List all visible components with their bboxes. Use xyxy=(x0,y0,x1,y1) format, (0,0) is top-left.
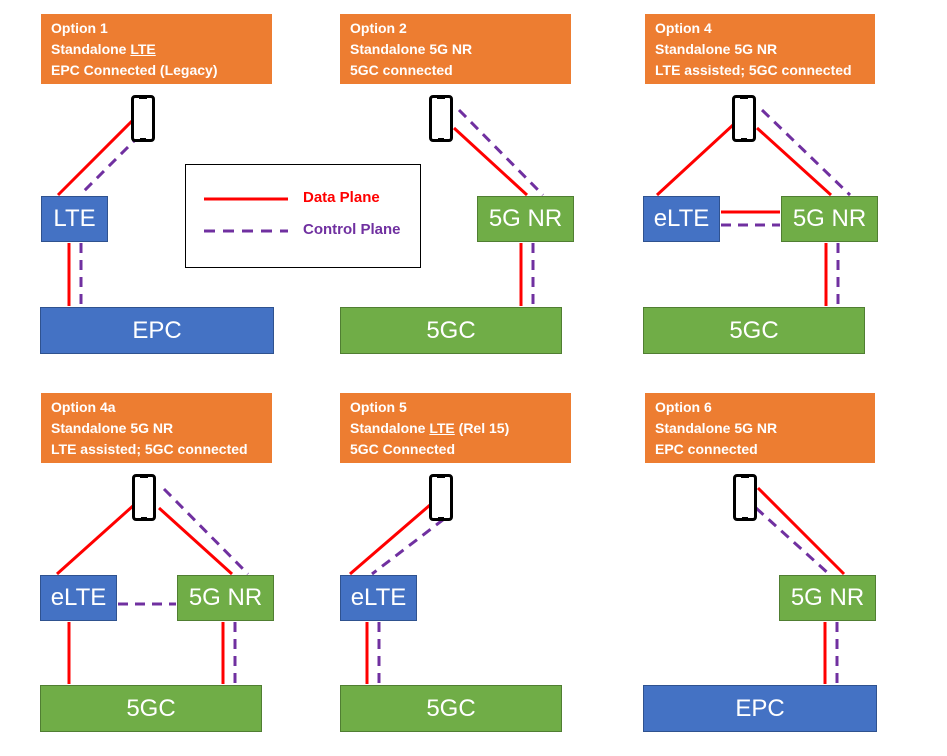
opt1-phone-lte-control xyxy=(78,133,142,197)
legend-box: Data Plane Control Plane xyxy=(185,164,421,268)
opt4-phone-elte-data xyxy=(655,123,735,197)
option-4-core-note: LTE assisted; 5GC connected xyxy=(655,62,852,78)
option-4-5gc-box: 5GC xyxy=(643,307,865,354)
option-4a-header: Option 4a Standalone 5G NR LTE assisted;… xyxy=(41,393,272,463)
option-6-epc-box: EPC xyxy=(643,685,877,732)
option-2-nr-box: 5G NR xyxy=(477,196,574,242)
opt4a-phone-nr-data xyxy=(157,506,234,576)
option-5-header: Option 5 Standalone LTE (Rel 15) 5GC Con… xyxy=(340,393,571,463)
legend-data-plane-label: Data Plane xyxy=(303,189,380,206)
option-4a-title: Option 4a xyxy=(51,399,116,415)
option-4-nr-box: 5G NR xyxy=(781,196,878,242)
option-1-mode: Standalone LTE xyxy=(51,41,156,57)
opt6-phone-nr-control xyxy=(754,506,831,576)
option-2-title: Option 2 xyxy=(350,20,407,36)
option-5-mode: Standalone LTE (Rel 15) xyxy=(350,420,510,436)
option-2-phone-icon xyxy=(429,95,453,142)
opt4a-phone-nr-control xyxy=(162,487,250,576)
opt4-phone-nr-control xyxy=(760,108,852,197)
option-2-core-note: 5GC connected xyxy=(350,62,453,78)
option-5-phone-icon xyxy=(429,474,453,521)
legend-swatches xyxy=(204,197,288,233)
option-6-header: Option 6 Standalone 5G NR EPC connected xyxy=(645,393,875,463)
option-4-phone-icon xyxy=(732,95,756,142)
option-5-title: Option 5 xyxy=(350,399,407,415)
option-4a-nr-box: 5G NR xyxy=(177,575,274,621)
option-4a-elte-box: eLTE xyxy=(40,575,117,621)
opt5-phone-elte-data xyxy=(349,503,431,576)
option-1-lte-box: LTE xyxy=(41,196,108,242)
opt1-phone-lte-data xyxy=(56,118,135,197)
opt2-phone-nr-control xyxy=(457,108,545,197)
option-4-mode: Standalone 5G NR xyxy=(655,41,778,57)
option-4a-phone-icon xyxy=(132,474,156,521)
option-2-5gc-box: 5GC xyxy=(340,307,562,354)
option-5-core-note: 5GC Connected xyxy=(350,441,456,457)
option-1-epc-box: EPC xyxy=(40,307,274,354)
option-5-elte-box: eLTE xyxy=(340,575,417,621)
option-1-core-note: EPC Connected (Legacy) xyxy=(51,62,218,78)
option-6-core-note: EPC connected xyxy=(655,441,758,457)
legend-control-plane-label: Control Plane xyxy=(303,221,401,238)
option-1-title: Option 1 xyxy=(51,20,108,36)
option-4-header: Option 4 Standalone 5G NR LTE assisted; … xyxy=(645,14,875,84)
option-2-mode: Standalone 5G NR xyxy=(350,41,473,57)
option-6-mode: Standalone 5G NR xyxy=(655,420,778,436)
option-4a-core-note: LTE assisted; 5GC connected xyxy=(51,441,248,457)
option-1-header: Option 1 Standalone LTE EPC Connected (L… xyxy=(41,14,272,84)
option-4a-5gc-box: 5GC xyxy=(40,685,262,732)
opt5-phone-elte-control xyxy=(371,517,445,576)
option-1-phone-icon xyxy=(131,95,155,142)
option-4-title: Option 4 xyxy=(655,20,712,36)
option-6-title: Option 6 xyxy=(655,399,712,415)
opt4-phone-nr-data xyxy=(755,126,833,197)
opt4a-phone-elte-data xyxy=(55,503,136,576)
option-4a-mode: Standalone 5G NR xyxy=(51,420,174,436)
option-2-header: Option 2 Standalone 5G NR 5GC connected xyxy=(340,14,571,84)
option-6-phone-icon xyxy=(733,474,757,521)
option-6-nr-box: 5G NR xyxy=(779,575,876,621)
opt6-phone-nr-data xyxy=(756,486,846,576)
option-5-5gc-box: 5GC xyxy=(340,685,562,732)
option-4-elte-box: eLTE xyxy=(643,196,720,242)
opt2-phone-nr-data xyxy=(452,126,529,197)
